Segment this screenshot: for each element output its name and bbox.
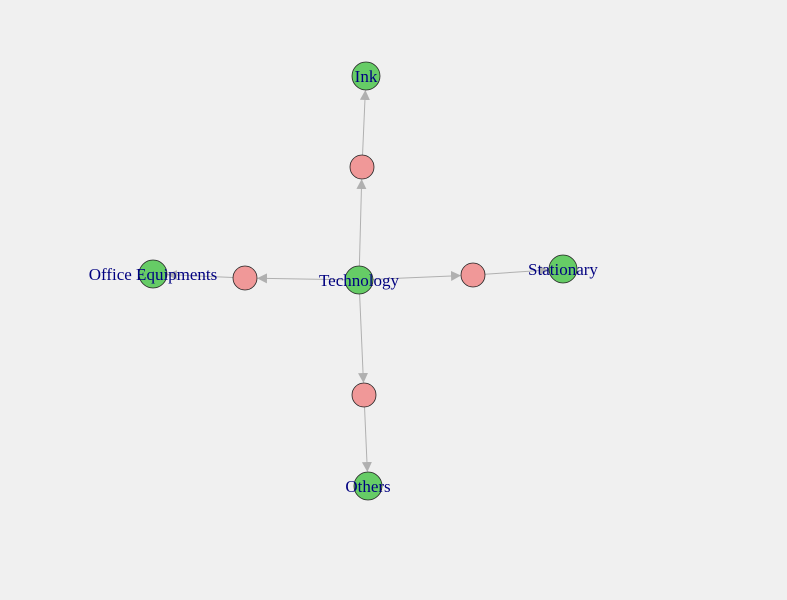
- edges-layer: [166, 89, 550, 473]
- edge-technology-to-j-right: [372, 270, 462, 281]
- edge-j-top-to-ink: [359, 89, 370, 156]
- edge-technology-to-j-left: [256, 273, 346, 284]
- edge-technology-to-j-top: [356, 178, 367, 267]
- node-ink: [351, 61, 381, 91]
- node-label-stationary: Stationary: [528, 260, 598, 279]
- node-label-others: Others: [345, 477, 390, 496]
- node-label-office-equipments: Office Equipments: [89, 265, 218, 284]
- edge-j-bottom-to-others: [361, 406, 372, 473]
- node-stationary: [548, 254, 578, 284]
- node-j-right: [460, 262, 486, 288]
- node-office-equipments: [138, 259, 168, 289]
- edge-j-right-to-stationary: [484, 265, 550, 276]
- node-others: [353, 471, 383, 501]
- node-j-top: [349, 154, 375, 180]
- node-label-technology: Technology: [319, 271, 400, 290]
- edge-technology-to-j-bottom: [358, 293, 369, 384]
- nodes-layer: [138, 61, 578, 501]
- node-j-bottom: [351, 382, 377, 408]
- node-j-left: [232, 265, 258, 291]
- node-technology: [344, 265, 374, 295]
- node-label-ink: Ink: [355, 67, 378, 86]
- edge-j-left-to-office-equipments: [166, 270, 234, 281]
